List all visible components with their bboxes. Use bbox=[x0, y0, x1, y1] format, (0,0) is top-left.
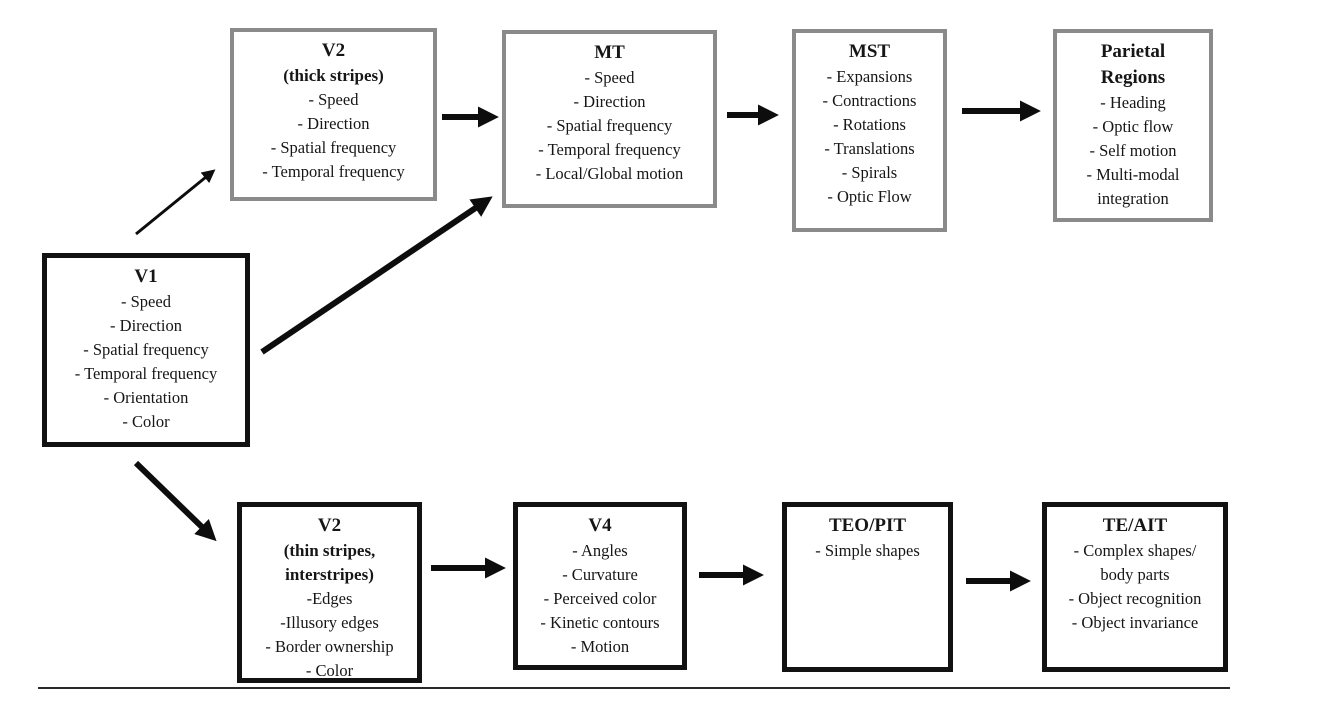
bottom-rule bbox=[38, 687, 1230, 689]
box-item: - Translations bbox=[824, 139, 915, 158]
box-item: - Speed bbox=[584, 68, 635, 87]
box-item: - Speed bbox=[308, 90, 359, 109]
box-item: - Multi-modal integration bbox=[1086, 165, 1180, 208]
box-mst: MST - Expansions - Contractions - Rotati… bbox=[792, 29, 947, 232]
box-title: TE/AIT bbox=[1102, 515, 1168, 536]
box-item: - Object recognition bbox=[1068, 589, 1202, 608]
box-item: - Temporal frequency bbox=[262, 162, 405, 181]
box-item: - Rotations bbox=[833, 115, 906, 134]
arrow-v1-to-v2-thick-stripes bbox=[135, 169, 216, 236]
box-v2-thin-stripes: V2 (thin stripes, interstripes) -Edges -… bbox=[237, 502, 422, 683]
box-item: - Optic Flow bbox=[827, 187, 912, 206]
box-item: - Orientation bbox=[103, 388, 189, 407]
box-mt: MT - Speed - Direction - Spatial frequen… bbox=[502, 30, 717, 208]
box-item: - Local/Global motion bbox=[535, 164, 684, 183]
box-v2-thick-stripes: V2 (thick stripes) - Speed - Direction -… bbox=[230, 28, 437, 201]
box-item: - Speed bbox=[121, 292, 171, 311]
box-item: - Direction bbox=[297, 114, 370, 133]
box-v1: V1 - Speed - Direction - Spatial frequen… bbox=[42, 253, 250, 447]
box-item: - Temporal frequency bbox=[74, 364, 218, 383]
box-item: - Color bbox=[122, 412, 170, 431]
box-teo-pit: TEO/PIT - Simple shapes bbox=[782, 502, 953, 672]
box-parietal-regions: Parietal Regions - Heading - Optic flow … bbox=[1053, 29, 1213, 222]
box-item: - Heading bbox=[1100, 93, 1166, 112]
box-item: - Self motion bbox=[1089, 141, 1177, 160]
box-title: V1 bbox=[134, 266, 158, 287]
box-item: - Temporal frequency bbox=[538, 140, 681, 159]
box-item: - Complex shapes/ body parts bbox=[1073, 541, 1197, 584]
box-item: -Illusory edges bbox=[280, 613, 379, 632]
box-item: - Simple shapes bbox=[815, 541, 920, 560]
box-subtitle: (thick stripes) bbox=[283, 66, 384, 85]
box-title: V2 bbox=[321, 40, 346, 61]
box-title: MT bbox=[594, 42, 625, 63]
box-item: - Direction bbox=[573, 92, 646, 111]
box-item: - Spirals bbox=[841, 163, 898, 182]
box-item: -Edges bbox=[306, 589, 353, 608]
box-item: - Motion bbox=[570, 637, 630, 656]
box-item: - Color bbox=[305, 661, 354, 680]
box-title: MST bbox=[848, 41, 891, 62]
box-item: - Contractions bbox=[822, 91, 917, 110]
box-item: - Spatial frequency bbox=[546, 116, 673, 135]
box-item: - Direction bbox=[110, 316, 182, 335]
box-title: Parietal Regions bbox=[1100, 41, 1166, 88]
box-item: - Curvature bbox=[562, 565, 638, 584]
box-item: - Spatial frequency bbox=[83, 340, 209, 359]
box-item: - Kinetic contours bbox=[540, 613, 660, 632]
box-title: V4 bbox=[588, 515, 612, 536]
box-item: - Expansions bbox=[826, 67, 913, 86]
box-te-ait: TE/AIT - Complex shapes/ body parts - Ob… bbox=[1042, 502, 1228, 672]
box-item: - Border ownership bbox=[265, 637, 394, 656]
box-subtitle: (thin stripes, interstripes) bbox=[283, 541, 376, 584]
box-item: - Spatial frequency bbox=[270, 138, 397, 157]
box-title: V2 bbox=[317, 515, 342, 536]
arrow-v1-to-v2-thin-stripes bbox=[133, 460, 217, 542]
box-item: - Object invariance bbox=[1071, 613, 1199, 632]
box-item: - Angles bbox=[572, 541, 628, 560]
box-item: - Perceived color bbox=[543, 589, 657, 608]
arrow-v1-to-mt bbox=[260, 196, 493, 355]
box-v4: V4 - Angles - Curvature - Perceived colo… bbox=[513, 502, 687, 670]
box-item: - Optic flow bbox=[1092, 117, 1174, 136]
box-title: TEO/PIT bbox=[828, 515, 907, 536]
